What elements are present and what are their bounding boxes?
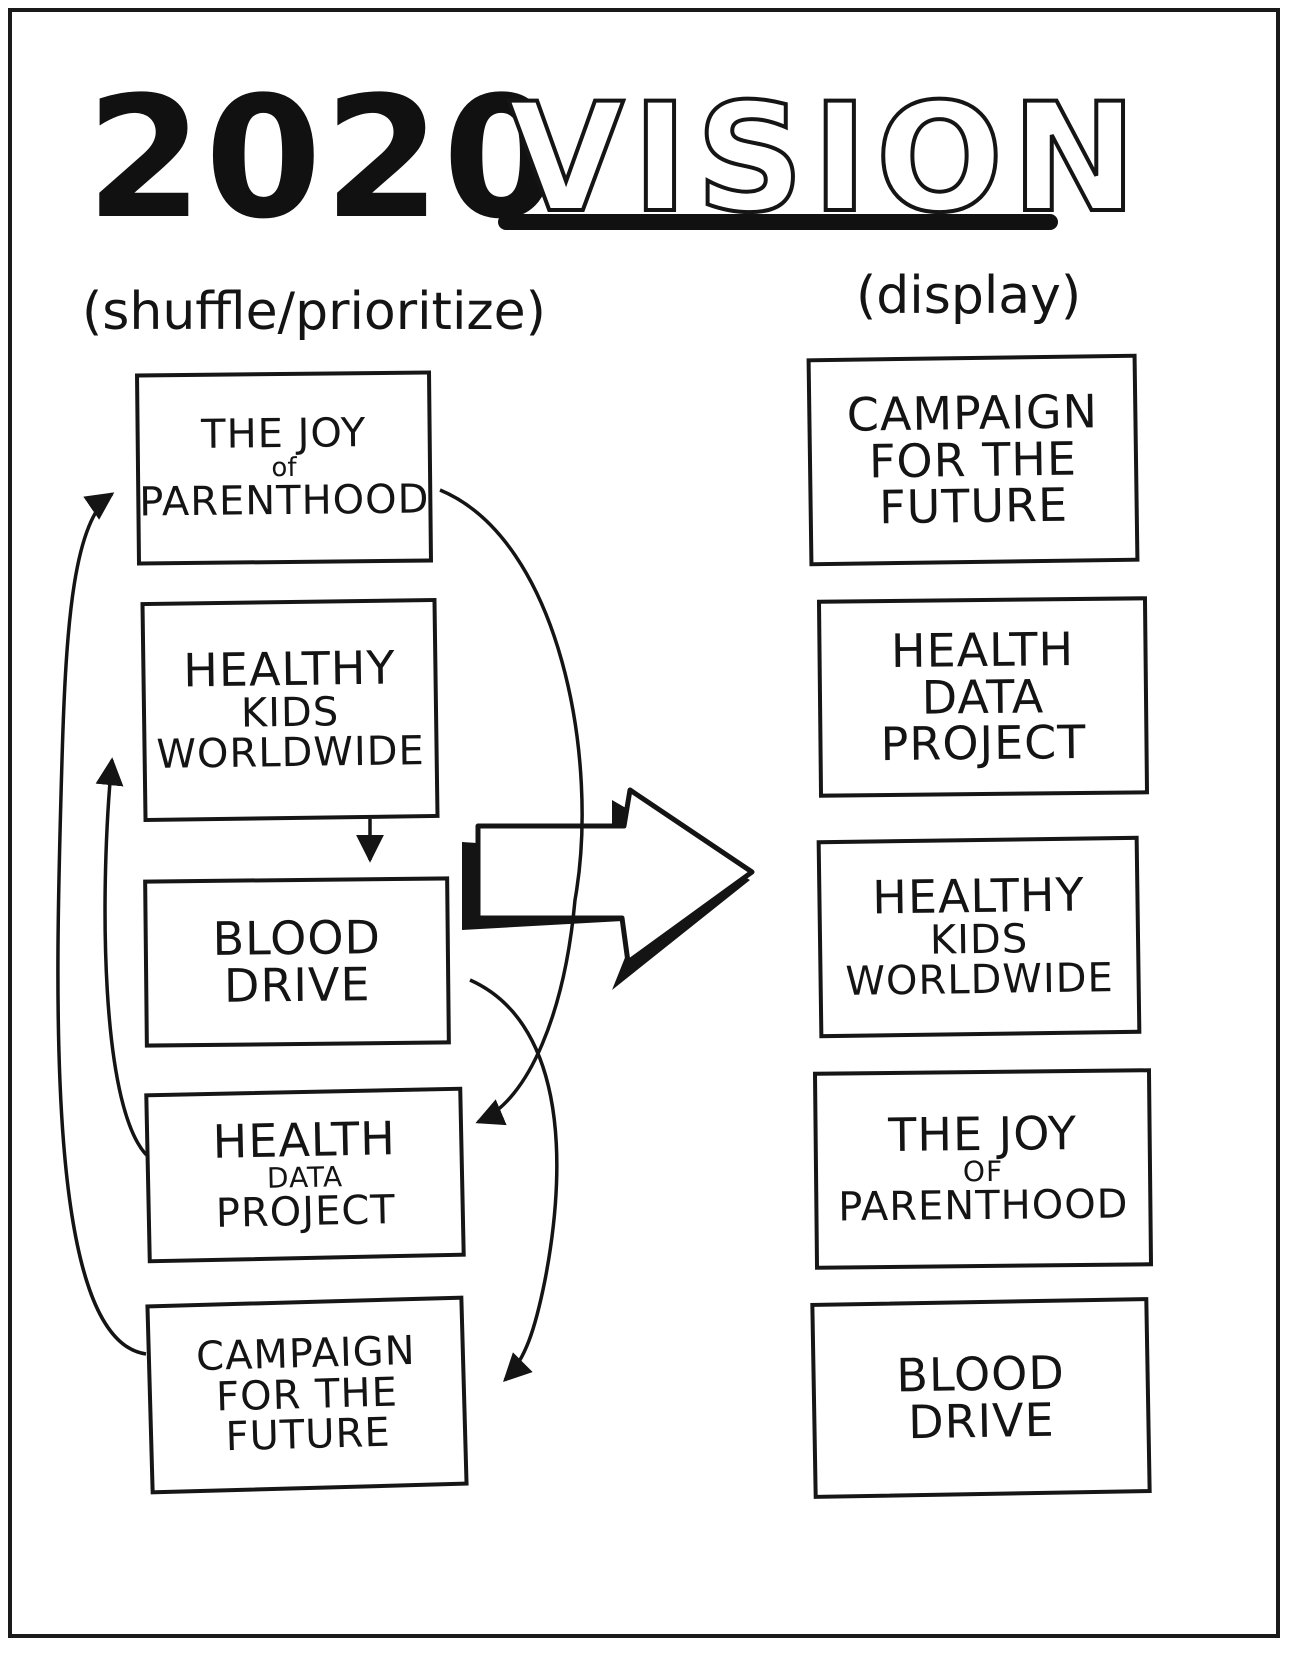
right-card-campaign-for-the-future[interactable]: CAMPAIGN FOR THE FUTURE (806, 353, 1140, 567)
transform-arrow (475, 787, 755, 965)
card-line: WORLDWIDE (845, 955, 1115, 1006)
card-line: THE JOY (200, 410, 367, 458)
left-card-campaign-for-the-future[interactable]: CAMPAIGN FOR THE FUTURE (145, 1295, 469, 1495)
right-card-healthy-kids-worldwide[interactable]: HEALTHY KIDS WORLDWIDE (816, 835, 1142, 1039)
card-line: HEALTH (890, 621, 1075, 678)
title-year: 2020 (86, 60, 562, 256)
card-line: PROJECT (215, 1187, 397, 1238)
card-line: PROJECT (880, 715, 1087, 772)
title-vision: VISION (506, 72, 1145, 246)
arrow-joy-to-health-data (439, 488, 584, 1126)
card-line: BLOOD (212, 910, 382, 966)
card-line: DRIVE (223, 957, 371, 1013)
card-line: PARENTHOOD (838, 1181, 1129, 1231)
card-line: HEALTHY (182, 640, 396, 698)
right-card-joy-of-parenthood[interactable]: THE JOY OF PARENTHOOD (812, 1068, 1154, 1270)
card-line: DRIVE (907, 1392, 1056, 1450)
right-card-health-data-project[interactable]: HEALTH DATA PROJECT (816, 596, 1150, 798)
left-card-joy-of-parenthood[interactable]: THE JOY of PARENTHOOD (135, 370, 433, 566)
arrow-blood-drive-to-campaign (469, 978, 559, 1382)
card-line: HEALTHY (871, 867, 1085, 925)
card-line: FUTURE (878, 478, 1069, 535)
card-line: FUTURE (224, 1410, 392, 1461)
page-frame (8, 8, 1280, 1638)
arrow-campaign-to-joy (56, 492, 147, 1356)
card-line: HEALTH (212, 1110, 397, 1169)
left-card-healthy-kids-worldwide[interactable]: HEALTHY KIDS WORLDWIDE (140, 597, 440, 823)
title-underline (498, 214, 1058, 230)
card-line: PARENTHOOD (139, 476, 430, 526)
card-line: KIDS (929, 915, 1029, 964)
right-card-blood-drive[interactable]: BLOOD DRIVE (810, 1297, 1152, 1499)
left-card-health-data-project[interactable]: HEALTH DATA PROJECT (144, 1086, 466, 1264)
left-card-blood-drive[interactable]: BLOOD DRIVE (143, 876, 451, 1048)
card-line: DATA (921, 668, 1045, 725)
card-line: WORLDWIDE (156, 728, 426, 779)
card-line: THE JOY (887, 1105, 1078, 1162)
card-line: KIDS (240, 688, 340, 737)
arrow-health-data-to-healthy-kids (95, 757, 154, 1162)
left-column-label: (shuffle/prioritize) (82, 282, 546, 342)
card-line: CAMPAIGN (846, 383, 1099, 442)
right-column-label: (display) (856, 266, 1082, 326)
